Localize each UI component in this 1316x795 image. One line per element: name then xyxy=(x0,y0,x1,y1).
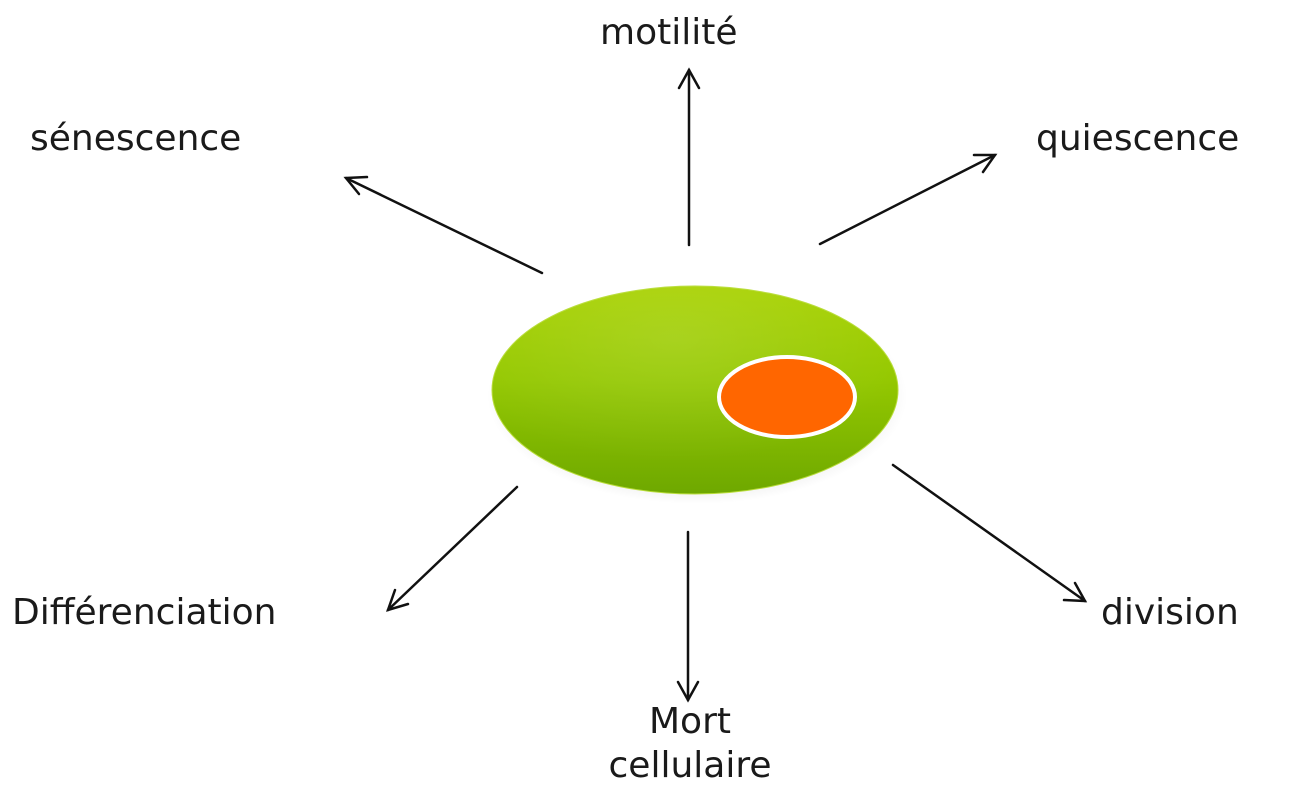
label-motilite: motilité xyxy=(600,12,737,54)
arrow-senescence xyxy=(346,177,542,273)
arrow-differenciation xyxy=(388,487,517,610)
arrow-motilite xyxy=(679,70,699,245)
arrow-mort-cellulaire xyxy=(678,532,698,700)
label-mort-cellulaire: Mort cellulaire xyxy=(560,700,820,788)
label-division: division xyxy=(1101,592,1239,634)
label-mort-line1: Mort xyxy=(560,700,820,744)
arrow-quiescence xyxy=(820,155,995,244)
cell xyxy=(487,286,907,504)
label-differenciation: Différenciation xyxy=(12,592,276,634)
cell-nucleus xyxy=(719,357,855,437)
label-quiescence: quiescence xyxy=(1036,118,1239,160)
label-mort-line2: cellulaire xyxy=(560,744,820,788)
arrow-division xyxy=(893,465,1085,601)
label-senescence: sénescence xyxy=(30,118,241,160)
